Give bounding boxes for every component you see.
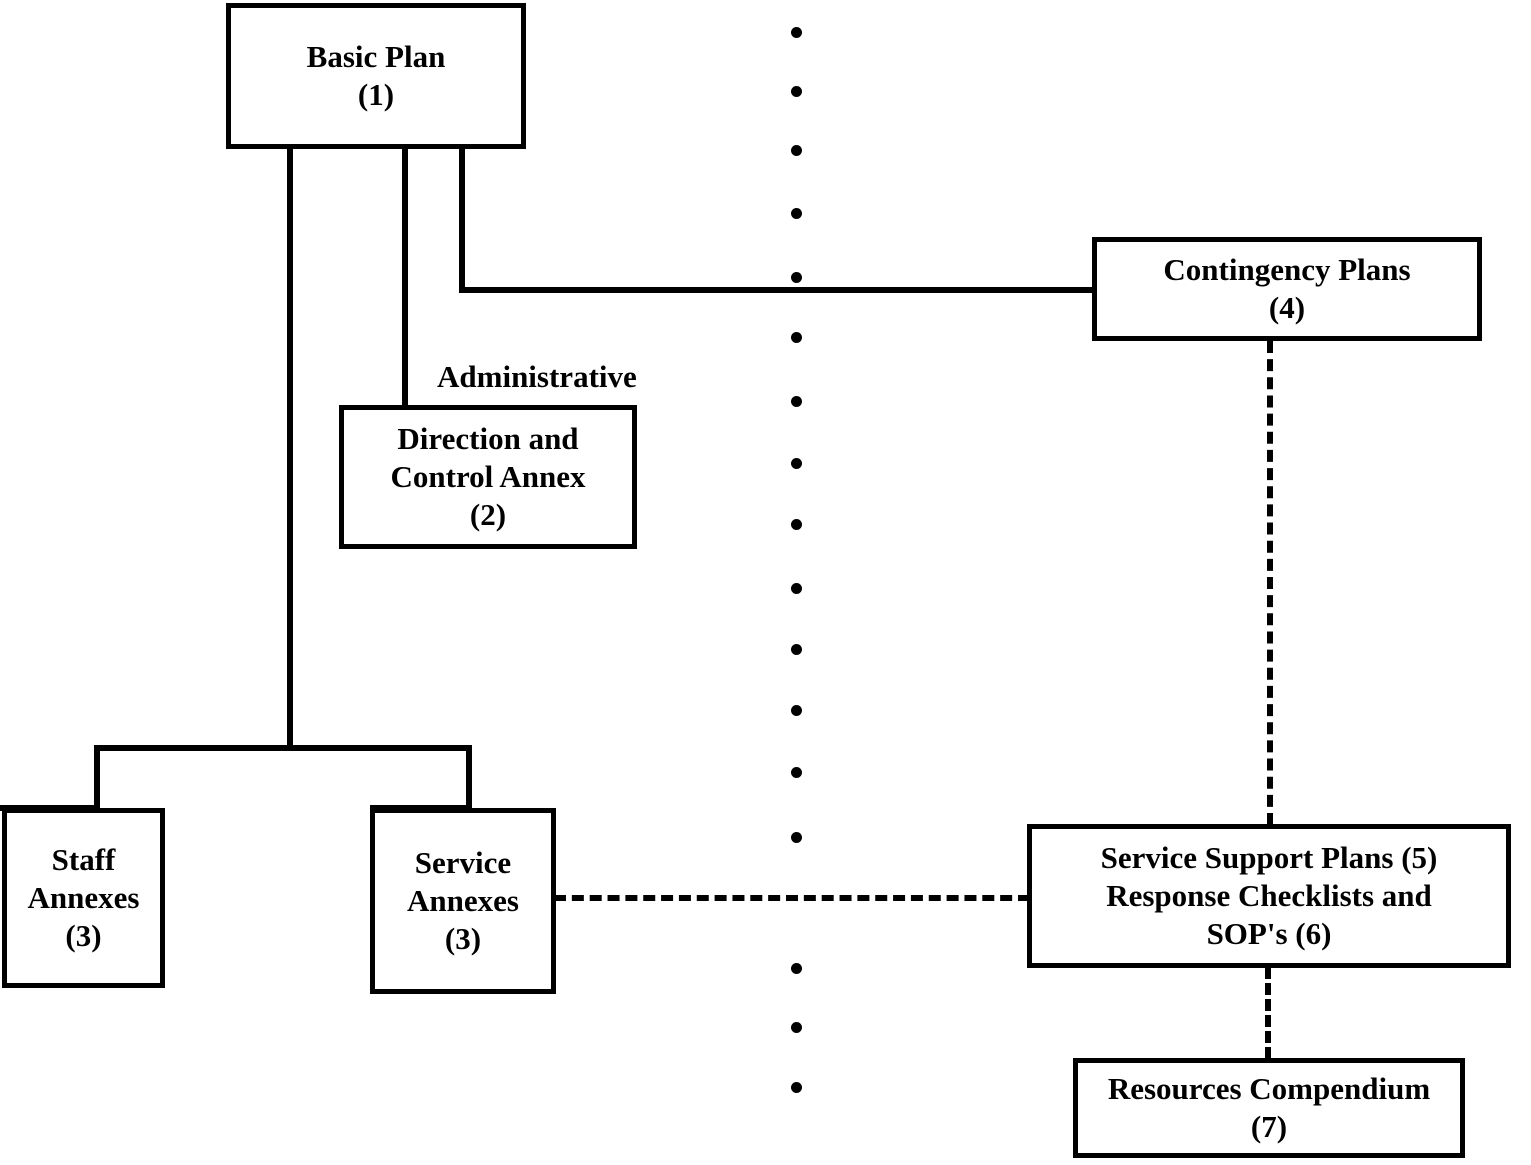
divider-dot xyxy=(791,1022,802,1033)
node-basic-plan-label: Basic Plan (1) xyxy=(306,39,446,112)
divider-dot xyxy=(791,145,802,156)
connector-basic-to-contingency-vertical xyxy=(459,149,465,293)
divider-dot xyxy=(791,1082,802,1093)
divider-dot xyxy=(791,27,802,38)
divider-dot xyxy=(791,644,802,655)
node-contingency-plans-label: Contingency Plans (4) xyxy=(1163,252,1411,325)
divider-dot xyxy=(791,86,802,97)
divider-dot xyxy=(791,396,802,407)
administrative-label: Administrative xyxy=(437,359,637,394)
divider-dot xyxy=(791,458,802,469)
connector-basic-to-direction-control xyxy=(402,149,408,407)
node-service-annexes-label: Service Annexes (3) xyxy=(407,845,519,956)
node-staff-annexes[interactable]: Staff Annexes (3) xyxy=(2,808,165,988)
connector-annex-distribution-bar xyxy=(94,745,472,751)
divider-dot xyxy=(791,767,802,778)
divider-dot xyxy=(791,705,802,716)
divider-dot xyxy=(791,519,802,530)
connector-bar-to-staff-vertical xyxy=(94,745,100,811)
divider-dot xyxy=(791,332,802,343)
vertical-dotted-divider xyxy=(791,0,802,1165)
node-contingency-plans[interactable]: Contingency Plans (4) xyxy=(1092,237,1482,341)
connector-basic-to-contingency-horizontal xyxy=(459,287,1096,293)
connector-basic-to-annex-bar xyxy=(287,149,293,751)
node-service-support-plans[interactable]: Service Support Plans (5) Response Check… xyxy=(1027,824,1511,968)
node-resources-compendium[interactable]: Resources Compendium (7) xyxy=(1073,1058,1465,1158)
divider-dot xyxy=(791,272,802,283)
node-service-support-plans-label: Service Support Plans (5) Response Check… xyxy=(1100,840,1438,951)
node-direction-and-control-annex[interactable]: Direction and Control Annex (2) xyxy=(339,405,637,549)
node-basic-plan[interactable]: Basic Plan (1) xyxy=(226,3,526,149)
connector-bar-to-service-vertical xyxy=(466,745,472,811)
divider-dot xyxy=(791,583,802,594)
node-staff-annexes-label: Staff Annexes (3) xyxy=(27,842,140,953)
node-direction-and-control-annex-label: Direction and Control Annex (2) xyxy=(390,421,586,532)
node-resources-compendium-label: Resources Compendium (7) xyxy=(1107,1071,1431,1144)
divider-dot xyxy=(791,963,802,974)
connector-service-annexes-to-service-support xyxy=(554,895,1030,901)
divider-dot xyxy=(791,208,802,219)
node-service-annexes[interactable]: Service Annexes (3) xyxy=(370,808,556,994)
divider-dot xyxy=(791,832,802,843)
connector-service-support-to-resources xyxy=(1265,967,1271,1059)
connector-contingency-to-service-support xyxy=(1267,341,1273,825)
